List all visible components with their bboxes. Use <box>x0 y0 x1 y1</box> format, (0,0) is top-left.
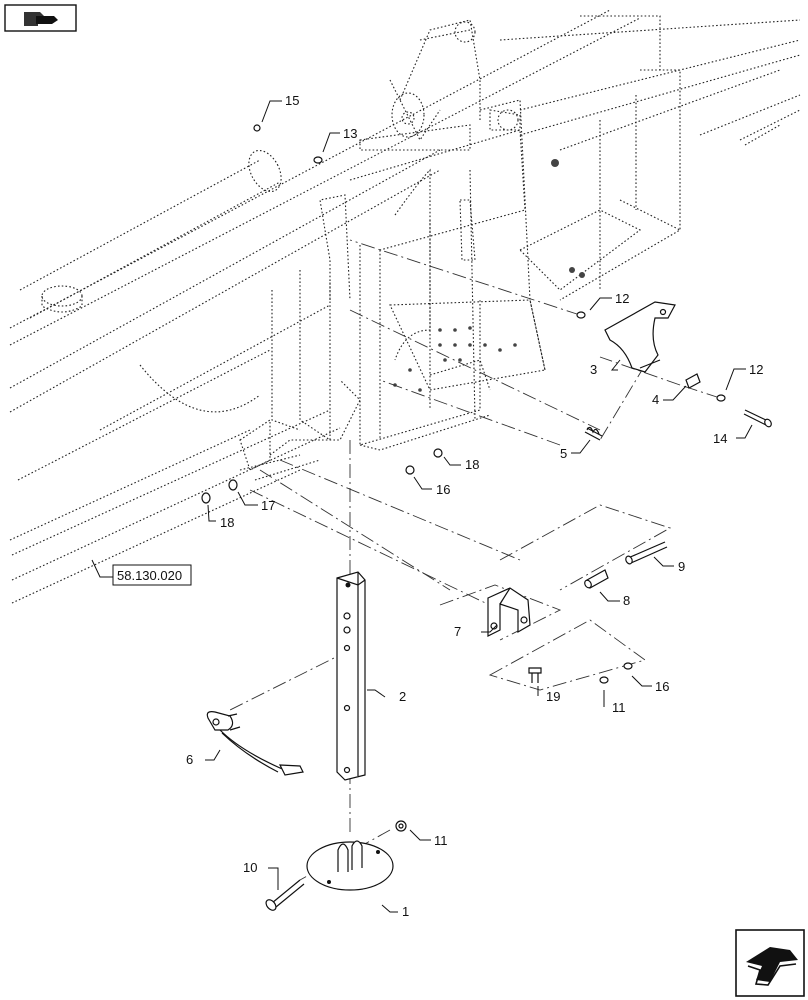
callout-13: 13 <box>343 126 357 141</box>
callout-5: 5 <box>560 446 567 461</box>
next-page-arrow-icon[interactable] <box>735 929 805 997</box>
callout-3: 3 <box>590 362 597 377</box>
spacer-4 <box>685 373 701 389</box>
leader-lines <box>91 100 753 913</box>
pin-14 <box>743 409 772 428</box>
reference-label: 58.130.020 <box>117 568 182 583</box>
u-bracket <box>487 587 531 637</box>
callout-11-bottom: 11 <box>434 833 448 848</box>
callout-16-right: 16 <box>655 679 669 694</box>
washer-12a <box>576 311 586 319</box>
callout-labels: 1 2 3 4 5 6 7 8 9 10 11 11 12 12 13 14 1… <box>186 93 763 919</box>
callout-18-center: 18 <box>465 457 479 472</box>
clevis-pin <box>265 879 305 911</box>
washer-13 <box>313 156 323 164</box>
washer-16a <box>405 465 415 475</box>
callout-14: 14 <box>713 431 727 446</box>
jack-tube <box>336 571 366 781</box>
lynch-pin <box>206 711 304 776</box>
washer-16b <box>623 662 633 670</box>
washer-17 <box>228 479 238 491</box>
callout-10: 10 <box>243 860 257 875</box>
callout-17: 17 <box>261 498 275 513</box>
callout-16-center: 16 <box>436 482 450 497</box>
callout-15: 15 <box>285 93 299 108</box>
book-page-icon[interactable] <box>4 4 77 32</box>
washer-15 <box>253 124 261 132</box>
callout-11-right: 11 <box>612 700 626 715</box>
reference-link[interactable]: 58.130.020 <box>112 564 192 586</box>
hitch-bracket <box>239 19 585 481</box>
hook-plate <box>604 301 676 373</box>
callout-6: 6 <box>186 752 193 767</box>
callout-1: 1 <box>402 904 409 919</box>
callout-12-top: 12 <box>615 291 629 306</box>
foot-plate <box>306 840 394 891</box>
long-pin <box>625 541 668 565</box>
callout-12-right: 12 <box>749 362 763 377</box>
bolt-19 <box>528 667 542 683</box>
callout-9: 9 <box>678 559 685 574</box>
washer-18a <box>433 448 443 458</box>
bushing <box>395 820 407 832</box>
callout-18-left: 18 <box>220 515 234 530</box>
callout-4: 4 <box>652 392 659 407</box>
washer-11 <box>599 676 609 684</box>
callout-7: 7 <box>454 624 461 639</box>
sleeve <box>584 569 609 589</box>
boom-frame <box>9 9 801 604</box>
washer-12b <box>716 394 726 402</box>
callout-2: 2 <box>399 689 406 704</box>
spring <box>584 426 603 441</box>
washer-18b <box>201 492 211 504</box>
callout-19: 19 <box>546 689 560 704</box>
callout-8: 8 <box>623 593 630 608</box>
